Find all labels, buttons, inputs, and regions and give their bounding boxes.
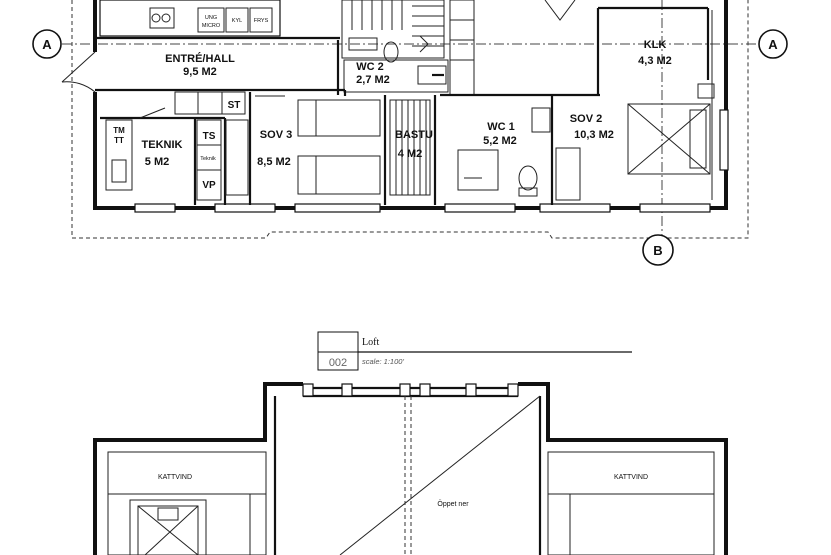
fixture-teknik-small-label: Teknik xyxy=(200,156,216,162)
section-marker-bottom: B xyxy=(642,234,674,266)
kitchen-counter: UNG MICRO KYL FRYS xyxy=(99,0,281,37)
room-klk-area: 4,3 M2 xyxy=(638,55,672,67)
room-bastu-area: 4 M2 xyxy=(398,148,422,160)
fixture-st-label: ST xyxy=(228,100,241,111)
section-marker-left: A xyxy=(32,29,62,59)
room-wc1-name: WC 1 xyxy=(487,121,515,133)
title-block: Loft 002 scale: 1:100' xyxy=(317,331,632,371)
room-teknik-name: TEKNIK xyxy=(142,139,183,151)
section-marker-right-label: A xyxy=(768,37,778,52)
room-sov3-area: 8,5 M2 xyxy=(257,156,291,168)
fixture-tm-label: TM xyxy=(113,126,125,135)
room-bastu-name: BASTU xyxy=(395,129,433,141)
fixture-vp-label: VP xyxy=(202,180,216,191)
hall-interior-walls: ST xyxy=(95,88,347,115)
loft-kattvind-right: KATTVIND xyxy=(547,451,715,555)
sov3-room xyxy=(223,92,381,205)
room-klk-name: KLK xyxy=(644,39,667,51)
staircase xyxy=(341,0,475,96)
entrance-door xyxy=(61,51,96,93)
section-marker-right: A xyxy=(758,29,788,59)
room-sov2-name: SOV 2 xyxy=(570,113,602,125)
wc2-fixtures xyxy=(336,37,449,95)
room-wc1-area: 5,2 M2 xyxy=(483,135,517,147)
loft-right-label: KATTVIND xyxy=(614,474,648,481)
upper-room-labels: ENTRÉ/HALL 9,5 M2 WC 2 2,7 M2 KLK 4,3 M2… xyxy=(142,39,672,168)
loft-kattvind-left: KATTVIND xyxy=(107,451,267,555)
loft-center-label: Öppet ner xyxy=(437,500,469,508)
fixture-tt-label: TT xyxy=(114,136,124,145)
section-marker-bottom-label: B xyxy=(653,243,662,258)
room-entre-area: 9,5 M2 xyxy=(183,66,217,78)
appliance-frys-label: FRYS xyxy=(254,18,269,24)
upper-exterior-walls xyxy=(93,0,729,213)
room-entre-name: ENTRÉ/HALL xyxy=(165,52,235,65)
room-sov3-name: SOV 3 xyxy=(260,129,292,141)
bastu-room xyxy=(383,95,437,205)
title-block-title: Loft xyxy=(362,337,379,348)
teknik-room: TM TT TS Teknik VP xyxy=(100,107,225,205)
loft-left-label: KATTVIND xyxy=(158,474,192,481)
sov2-room xyxy=(555,83,715,201)
appliance-micro-label: MICRO xyxy=(202,23,221,29)
appliance-kyl-label: KYL xyxy=(232,18,242,24)
wc1-room xyxy=(440,93,555,205)
section-marker-left-label: A xyxy=(42,37,52,52)
appliance-ung-label: UNG xyxy=(205,15,217,21)
klk-room xyxy=(544,0,713,200)
title-block-number: 002 xyxy=(329,357,347,369)
room-wc2-name: WC 2 xyxy=(356,61,384,73)
title-block-scale: scale: 1:100' xyxy=(362,357,404,366)
fixture-ts-label: TS xyxy=(203,131,216,142)
room-teknik-area: 5 M2 xyxy=(145,156,169,168)
room-wc2-area: 2,7 M2 xyxy=(356,74,390,86)
room-sov2-area: 10,3 M2 xyxy=(574,129,614,141)
loft-walls xyxy=(93,382,728,555)
